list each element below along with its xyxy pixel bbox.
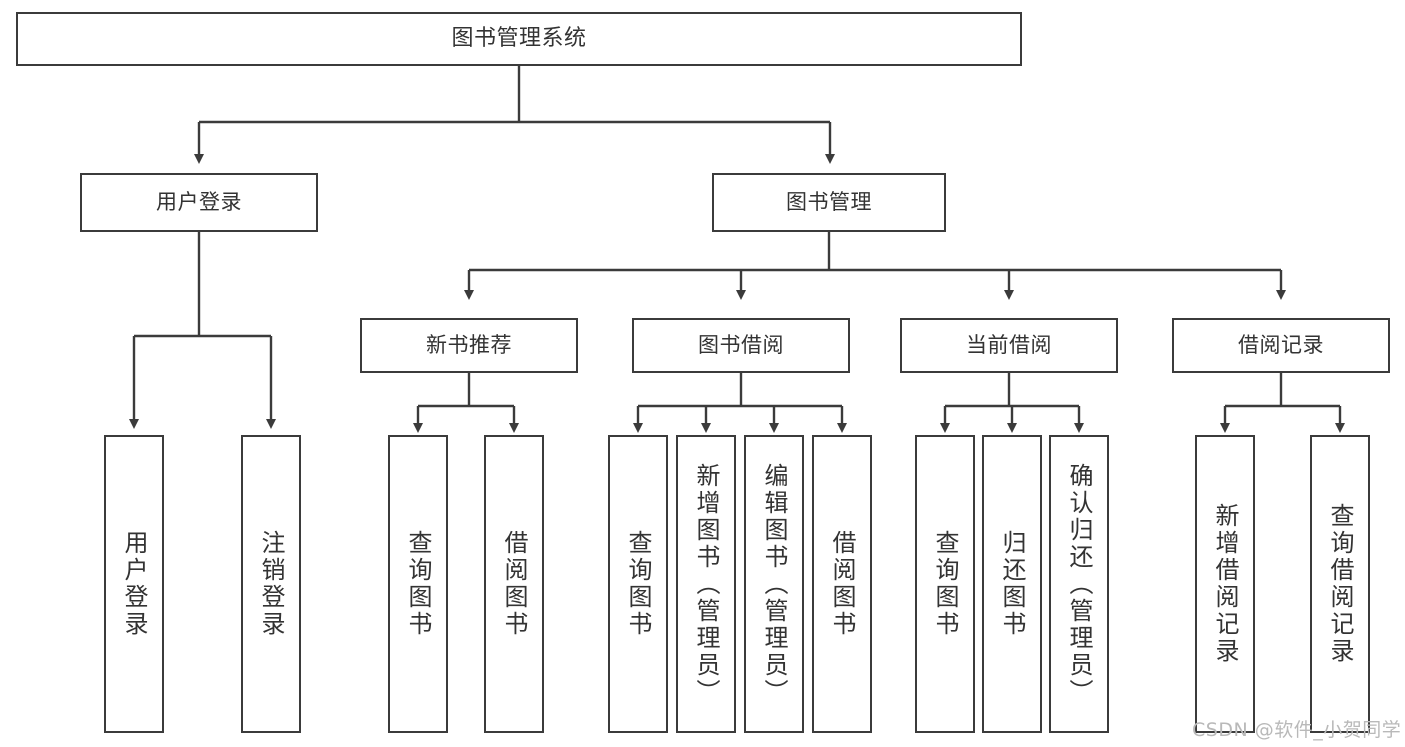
leaf-borrow-book[interactable]: 借阅图书 [812,435,872,733]
node-label: 当前借阅 [966,332,1052,357]
node-label: 新书推荐 [426,332,512,357]
leaf-add-book-admin[interactable]: 新增图书（管理员） [676,435,736,733]
csdn-watermark: CSDN @软件_小贺同学 [1192,719,1402,741]
node-book-management[interactable]: 图书管理 [712,173,946,232]
leaf-borrow-book-recommend[interactable]: 借阅图书 [484,435,544,733]
node-label: 注销登录 [257,530,285,638]
leaf-user-login[interactable]: 用户登录 [104,435,164,733]
node-label: 编辑图书（管理员） [760,462,788,706]
node-label: 新增图书（管理员） [692,462,720,706]
node-current-borrow[interactable]: 当前借阅 [900,318,1118,373]
node-label: 归还图书 [998,530,1026,638]
node-label: 查询图书 [931,530,959,638]
node-root-system[interactable]: 图书管理系统 [16,12,1022,66]
leaf-query-book[interactable]: 查询图书 [608,435,668,733]
node-label: 图书管理 [786,189,872,214]
node-borrow-record[interactable]: 借阅记录 [1172,318,1390,373]
node-label: 确认归还（管理员） [1065,462,1093,706]
node-label: 查询图书 [404,530,432,638]
node-label: 新增借阅记录 [1211,503,1239,665]
node-book-borrow[interactable]: 图书借阅 [632,318,850,373]
node-label: 图书借阅 [698,332,784,357]
node-user-login[interactable]: 用户登录 [80,173,318,232]
leaf-confirm-return-admin[interactable]: 确认归还（管理员） [1049,435,1109,733]
node-label: 借阅图书 [828,530,856,638]
leaf-logout[interactable]: 注销登录 [241,435,301,733]
node-label: 用户登录 [156,189,242,214]
leaf-query-book-recommend[interactable]: 查询图书 [388,435,448,733]
node-label: 用户登录 [120,530,148,638]
node-label: 借阅图书 [500,530,528,638]
node-new-book-recommend[interactable]: 新书推荐 [360,318,578,373]
node-label: 查询图书 [624,530,652,638]
node-label: 借阅记录 [1238,332,1324,357]
node-label: 图书管理系统 [451,25,587,51]
leaf-query-book-current[interactable]: 查询图书 [915,435,975,733]
leaf-return-book[interactable]: 归还图书 [982,435,1042,733]
leaf-query-borrow-record[interactable]: 查询借阅记录 [1310,435,1370,733]
leaf-add-borrow-record[interactable]: 新增借阅记录 [1195,435,1255,733]
leaf-edit-book-admin[interactable]: 编辑图书（管理员） [744,435,804,733]
node-label: 查询借阅记录 [1326,503,1354,665]
